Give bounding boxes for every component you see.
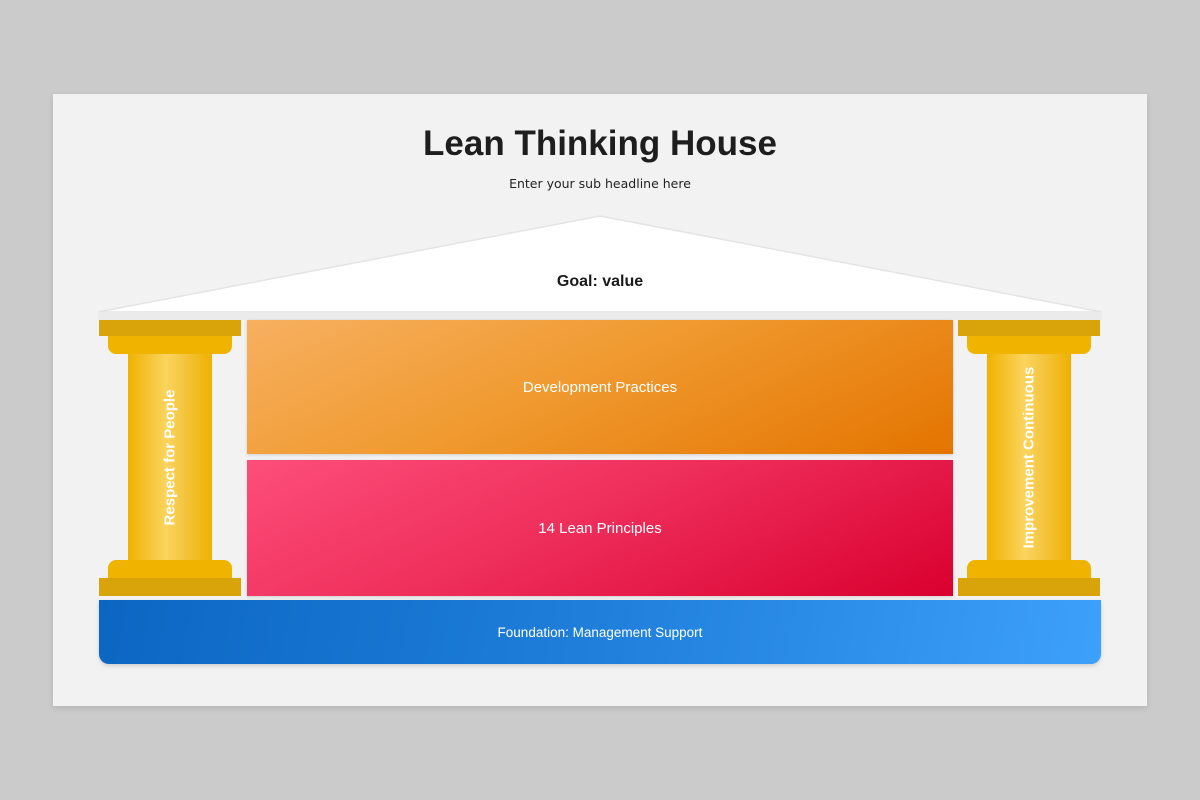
pillar-respect-for-people: Respect for People bbox=[99, 320, 241, 596]
lean-principles-label: 14 Lean Principles bbox=[538, 519, 662, 537]
pillar-base bbox=[958, 578, 1100, 596]
pillar-base-neck bbox=[967, 560, 1091, 578]
pillar-right-label: Improvement Continuous bbox=[1020, 366, 1038, 548]
foundation-label: Foundation: Management Support bbox=[497, 624, 703, 640]
development-practices-label: Development Practices bbox=[522, 378, 678, 396]
pillar-capital bbox=[958, 320, 1100, 336]
lean-principles-block: 14 Lean Principles bbox=[247, 460, 953, 596]
foundation-block: Foundation: Management Support bbox=[99, 600, 1101, 664]
pillar-improvement-continuous: Improvement Continuous bbox=[958, 320, 1100, 596]
pillar-shaft bbox=[987, 354, 1071, 560]
pillar-capital bbox=[99, 320, 241, 336]
pillar-capital-neck bbox=[108, 336, 232, 354]
pillar-capital-neck bbox=[967, 336, 1091, 354]
development-practices-block: Development Practices bbox=[247, 320, 953, 454]
pillar-shaft bbox=[128, 354, 212, 560]
page-title: Lean Thinking House bbox=[423, 124, 777, 163]
roof-goal-label: Goal: value bbox=[556, 273, 644, 290]
slide: Lean Thinking House Enter your sub headl… bbox=[53, 94, 1147, 706]
pillar-base-neck bbox=[108, 560, 232, 578]
pillar-base bbox=[99, 578, 241, 596]
pillar-left-label: Respect for People bbox=[161, 389, 179, 525]
page-subtitle: Enter your sub headline here bbox=[509, 176, 691, 191]
roof bbox=[97, 215, 1103, 313]
roof-beam bbox=[98, 312, 1102, 320]
